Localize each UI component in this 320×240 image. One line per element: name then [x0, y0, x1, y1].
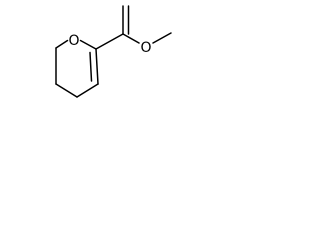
bond-c3-c4 [55, 83, 78, 98]
molecule-structure: O O [55, 5, 172, 98]
ring-oxygen-label: O [68, 33, 79, 49]
bond-c4-c5 [76, 83, 99, 98]
bond-c5-c6-double [89, 51, 93, 82]
bond-carbonyl-c-ester-o [122, 33, 140, 44]
bond-ester-o-methyl [152, 32, 172, 44]
bond-c5-c6 [95, 48, 99, 85]
bond-c6-carbonyl-c [95, 33, 124, 50]
ester-oxygen-label: O [140, 40, 151, 56]
bond-ring-o-c6 [79, 39, 97, 50]
bond-ring-o-c2 [55, 39, 69, 49]
